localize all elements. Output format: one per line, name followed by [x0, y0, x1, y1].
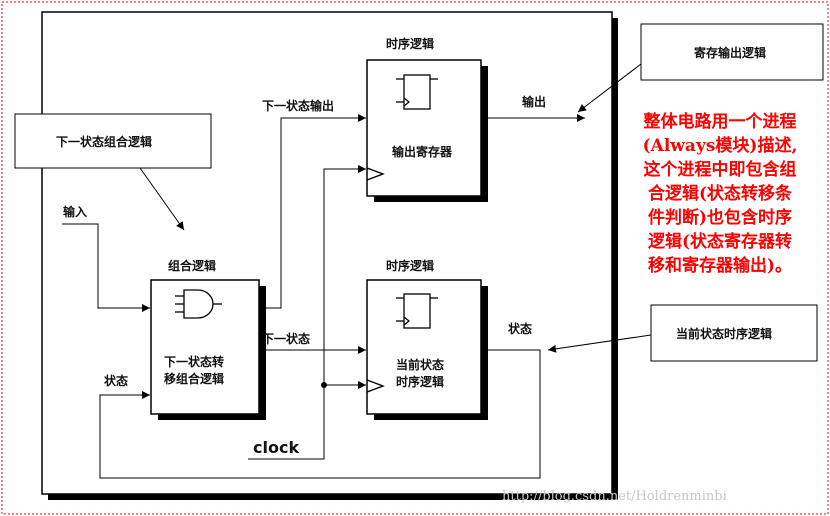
- description-note: 整体电路用一个进程 (Always模块)描述, 这个进程中即包含组 合逻辑(状态…: [614, 110, 826, 278]
- note-line: 合逻辑(状态转移条: [647, 184, 793, 204]
- callout-arrow-reg-output: [577, 63, 642, 113]
- callout-arrow-comb: [139, 167, 185, 231]
- note-line: 整体电路用一个进程: [643, 112, 797, 132]
- state-left-label: 状态: [104, 373, 128, 388]
- state-register-label-line1: 当前状态: [396, 357, 444, 372]
- note-line: (Always模块)描述,: [642, 136, 798, 156]
- comb-logic-label: 组合逻辑: [168, 258, 216, 273]
- comb-block-label-line1: 下一状态转: [164, 354, 224, 369]
- state-feedback-wire: [99, 349, 541, 479]
- next-state-comb-logic-text: 下一状态组合逻辑: [56, 134, 152, 149]
- next-state-output-label: 下一状态输出: [262, 98, 334, 113]
- curr-state-seq-logic-callout: [650, 304, 818, 362]
- output-label: 输出: [522, 94, 546, 109]
- comb-block-label-line2: 移组合逻辑: [164, 371, 224, 386]
- note-line: 逻辑(状态寄存器转: [647, 232, 793, 252]
- watermark: http://blog.csdn.net/Holdrenminbi: [502, 489, 727, 504]
- clock-junction-dot: [321, 382, 327, 388]
- note-line: 这个进程中即包含组: [643, 160, 797, 180]
- main-frame: [41, 11, 613, 495]
- flip-flop-icon: [396, 74, 438, 110]
- next-state-label: 下一状态: [262, 331, 310, 346]
- flip-flop-icon: [396, 293, 438, 329]
- clock-input-triangle-bottom: [366, 379, 385, 393]
- curr-state-seq-logic-text: 当前状态时序逻辑: [676, 326, 772, 341]
- callout-arrow-curr-state: [547, 334, 652, 353]
- note-line: 件判断)也包含时序: [647, 208, 793, 228]
- state-register-label-line2: 时序逻辑: [396, 374, 444, 389]
- next-state-comb-logic-callout: [14, 113, 212, 169]
- output-register-label: 输出寄存器: [392, 144, 453, 159]
- input-wire: [62, 223, 150, 312]
- state-right-label: 状态: [508, 321, 532, 336]
- seq-logic-top-label: 时序逻辑: [386, 36, 434, 51]
- clock-label: clock: [253, 438, 299, 457]
- seq-logic-bottom-label: 时序逻辑: [386, 258, 434, 273]
- next-state-output-wire: [259, 114, 366, 309]
- reg-output-logic-text: 寄存输出逻辑: [694, 45, 766, 60]
- clock-input-triangle-top: [366, 167, 385, 181]
- reg-output-logic-callout: [640, 23, 824, 81]
- and-gate-icon: [175, 289, 222, 319]
- clock-wire: [248, 165, 366, 460]
- note-line: 移和寄存器输出)。: [647, 256, 793, 276]
- input-label: 输入: [63, 204, 87, 219]
